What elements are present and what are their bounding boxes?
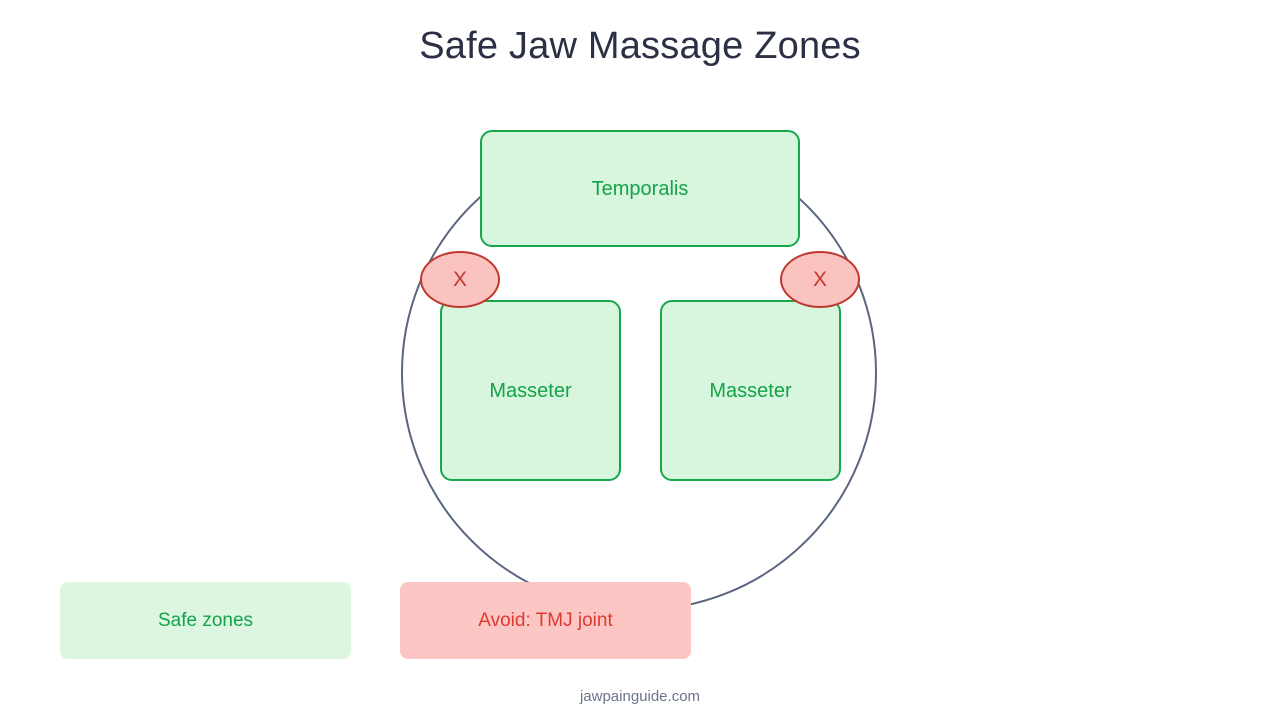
safe-zone-masseter-right-label: Masseter [709, 379, 792, 402]
page-title: Safe Jaw Massage Zones [419, 25, 861, 67]
avoid-marker-left[interactable]: X [420, 251, 500, 308]
safe-zone-temporalis-label: Temporalis [591, 177, 689, 200]
avoid-marker-right[interactable]: X [780, 251, 860, 308]
safe-zone-temporalis[interactable]: Temporalis [480, 130, 800, 247]
safe-zone-masseter-left[interactable]: Masseter [440, 300, 621, 481]
site-attribution: jawpainguide.com [579, 688, 701, 705]
legend-item-avoid-tmj[interactable]: Avoid: TMJ joint [400, 582, 691, 659]
legend-item-safe-zones-label: Safe zones [157, 609, 254, 631]
x-mark-icon: X [812, 267, 827, 291]
x-mark-icon: X [452, 267, 467, 291]
legend-item-avoid-tmj-label: Avoid: TMJ joint [478, 609, 613, 631]
safe-zone-masseter-right[interactable]: Masseter [660, 300, 841, 481]
safe-zone-masseter-left-label: Masseter [489, 379, 572, 402]
legend-item-safe-zones[interactable]: Safe zones [60, 582, 351, 659]
